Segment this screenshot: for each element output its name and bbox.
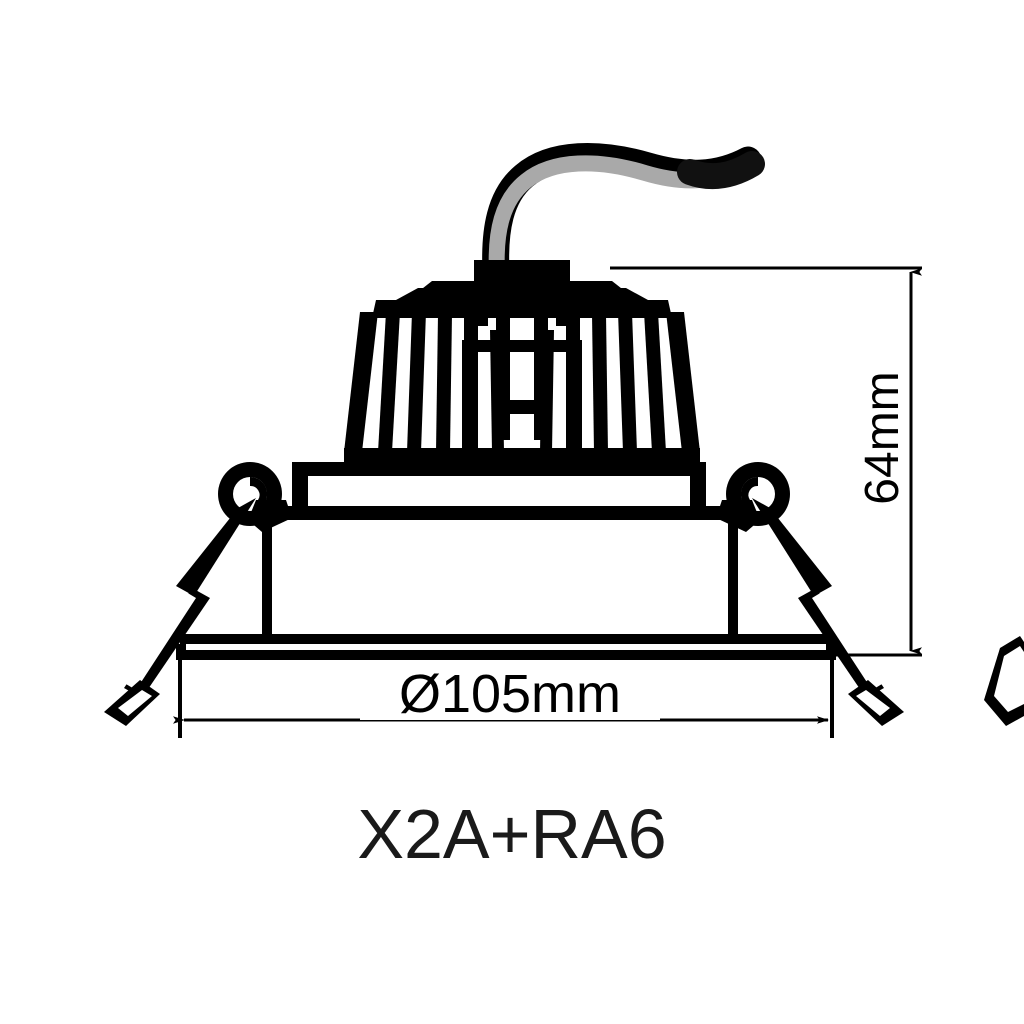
housing-right-wall <box>728 518 738 640</box>
housing-top-collar <box>298 462 700 476</box>
housing-left-wall <box>262 518 272 640</box>
trim-ring-right-end <box>826 644 836 654</box>
spring-clip-left-coil-wrap <box>250 476 268 500</box>
spring-clip-left-tip-inner <box>118 690 152 716</box>
spring-clip-left-hinge-lug <box>248 500 292 532</box>
spring-clip-left-upper-arm <box>176 498 256 596</box>
heat-sink-fins-right <box>566 312 666 452</box>
dimension-diameter-105mm: Ø105mm <box>173 658 834 738</box>
model-title: X2A+RA6 <box>357 795 666 873</box>
adjacent-drawing-fragment <box>984 636 1024 726</box>
cable-gland-bracket <box>462 260 582 452</box>
housing-body <box>258 462 740 640</box>
housing-shoulder-flange <box>258 506 740 520</box>
trim-ring-left-end <box>176 644 186 654</box>
height-dimension-label: 64mm <box>856 371 909 504</box>
spring-clip-right-upper-arm <box>752 498 832 596</box>
spring-clip-left <box>104 462 292 726</box>
diameter-dimension-label: Ø105mm <box>399 664 621 724</box>
spring-clip-right-tip-inner <box>856 690 890 716</box>
heat-sink-left-wall <box>344 312 378 452</box>
power-cable-group <box>482 143 765 286</box>
trim-ring-top-edge <box>180 634 832 644</box>
spring-clip-left-blade-inner <box>126 592 196 690</box>
housing-collar-right-cap <box>690 462 706 508</box>
heat-sink-right-wall <box>666 312 700 452</box>
trim-ring <box>176 634 836 660</box>
spring-clip-right-hinge-lug <box>716 500 760 532</box>
diameter-label-backing <box>360 664 660 720</box>
fragment-spring-tip-inner <box>994 646 1024 712</box>
housing-collar-left-cap <box>292 462 308 508</box>
dimension-height-64mm: 64mm <box>610 266 922 657</box>
heat-sink-base-rail <box>344 448 700 462</box>
spring-clip-right <box>716 462 904 726</box>
spring-clip-right-blade-inner <box>812 592 882 690</box>
heat-sink-assembly <box>344 260 700 462</box>
spring-clip-right-coil-wrap <box>740 476 758 500</box>
trim-ring-bottom-edge <box>176 650 836 660</box>
cable-tip <box>677 151 765 190</box>
